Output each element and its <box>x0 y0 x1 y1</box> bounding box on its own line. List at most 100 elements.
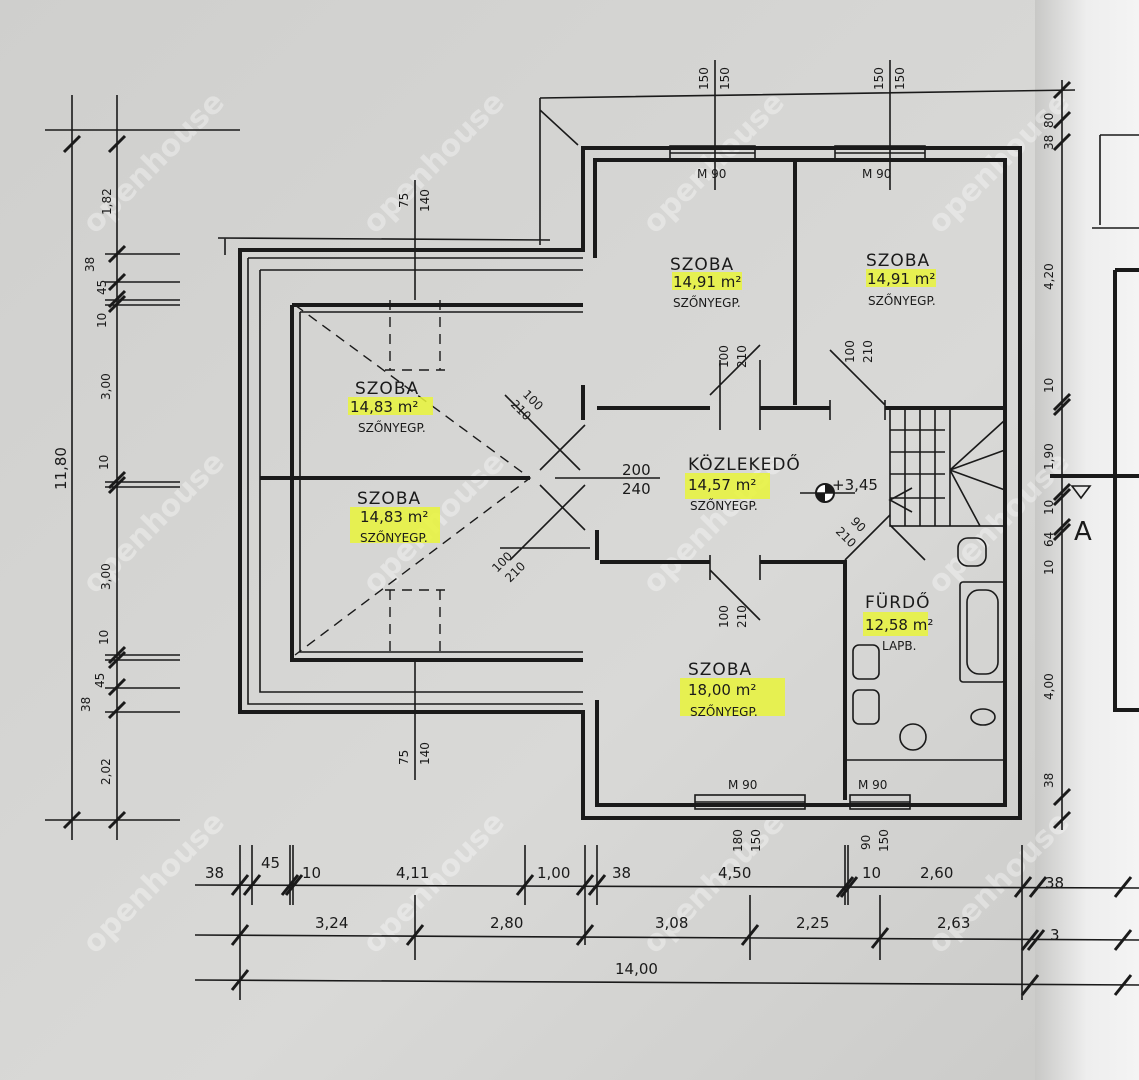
dims_bottom-row1-1-text: 45 <box>261 854 280 872</box>
dims_bottom-row1-2-text: 10 <box>302 864 321 882</box>
windows <box>669 145 926 810</box>
openings-door_room1-0-text: 100 <box>717 345 731 368</box>
dims_bottom-row1-3-text: 4,11 <box>396 864 429 882</box>
dims_bottom-row2-2-text: 3,08 <box>655 914 688 932</box>
room-label-bottom: SZOBA 18,00 m² SZŐNYEGP. <box>680 660 785 719</box>
openings-top_win_2-1-text: 150 <box>893 67 907 90</box>
rooms-3-area-text: 14,83 m² <box>360 508 428 526</box>
dims_bottom-row1-4-text: 1,00 <box>537 864 570 882</box>
bathtub <box>959 581 1006 683</box>
openings-skylight_bottom-0-text: 75 <box>397 750 411 765</box>
rooms-2-floor-text: SZŐNYEGP. <box>358 420 426 435</box>
openings-skylight_top-1-text: 140 <box>418 189 432 212</box>
room-label-hall: KÖZLEKEDŐ 14,57 m² SZŐNYEGP. <box>685 453 801 513</box>
windows-bottom_right-text: M 90 <box>858 778 887 792</box>
dims_left-total-text: 11,80 <box>52 447 70 490</box>
elevation-label: +3,45 <box>832 476 878 494</box>
openings-top_win_1-0-text: 150 <box>697 67 711 90</box>
room-label-2: SZOBA 14,91 m² SZŐNYEGP. <box>866 251 936 308</box>
dims_bottom-row2-3-text: 2,25 <box>796 914 829 932</box>
dims_bottom-row1-0-text: 38 <box>205 864 224 882</box>
openings-skylight_bottom-1-text: 140 <box>418 742 432 765</box>
dims-left: 11,80 1,82 38 45 10 3,00 10 3,00 10 45 3… <box>45 95 240 840</box>
dims_bottom-row1-5-text: 38 <box>612 864 631 882</box>
section-marker: A <box>1050 134 1139 712</box>
dims_left-inner-8-text: 45 <box>93 673 107 688</box>
rooms-4-floor-text: SZŐNYEGP. <box>690 498 758 513</box>
rooms-2-name-text: SZOBA <box>355 379 419 399</box>
openings-door_room2-1-text: 210 <box>861 340 875 363</box>
dims_bottom-row1-9-text: 38 <box>1045 874 1064 892</box>
rooms-5-name-text: FÜRDŐ <box>865 591 931 613</box>
rooms-0-area-text: 14,91 m² <box>673 273 741 291</box>
window-labels: M 90 M 90 M 90 M 90 <box>697 167 891 792</box>
rooms-5-area-text: 12,58 m² <box>865 616 933 634</box>
windows-top_right-text: M 90 <box>862 167 891 181</box>
dims_left-inner-3-text: 10 <box>95 313 109 328</box>
opening-labels: 150 150 150 150 75 140 75 140 100 210 10… <box>397 60 907 852</box>
openings-door_room2-0-text: 100 <box>843 340 857 363</box>
door-swings <box>500 344 926 621</box>
dims_left-inner-6-text: 3,00 <box>99 563 113 590</box>
rooms-6-area-text: 18,00 m² <box>688 681 756 699</box>
rooms-5-floor-text: LAPB. <box>882 639 916 653</box>
dims_left-inner-7-text: 10 <box>97 630 111 645</box>
bidet <box>852 689 880 725</box>
dims_right-0-text: 80 <box>1042 113 1056 128</box>
room-label-1: SZOBA 14,91 m² SZŐNYEGP. <box>670 255 742 310</box>
bathroom-fixtures <box>852 537 1006 751</box>
rooms-6-name-text: SZOBA <box>688 660 752 680</box>
dims_right-8-text: 4,00 <box>1042 673 1056 700</box>
dims_bottom-row1-8-text: 2,60 <box>920 864 953 882</box>
room-label-4: SZOBA 14,83 m² SZŐNYEGP. <box>350 489 440 545</box>
dims_right-2-text: 4,20 <box>1042 263 1056 290</box>
dims_bottom-total-text: 14,00 <box>615 960 658 978</box>
section-label: A <box>1074 517 1092 547</box>
openings-hall_opening-0-text: 200 <box>622 461 651 479</box>
dims_left-inner-0-text: 1,82 <box>100 188 114 215</box>
rooms-4-name-text: KÖZLEKEDŐ <box>688 453 801 475</box>
openings-bottom_win_2-1-text: 150 <box>877 829 891 852</box>
room-label-3: SZOBA 14,83 m² SZŐNYEGP. <box>348 379 433 435</box>
dims_bottom-row2-4-text: 2,63 <box>937 914 970 932</box>
rooms-1-name-text: SZOBA <box>866 251 930 271</box>
dims_bottom-row1-7-text: 10 <box>862 864 881 882</box>
rooms-0-name-text: SZOBA <box>670 255 734 275</box>
openings-skylight_top-0-text: 75 <box>397 193 411 208</box>
dims_left-inner-2-text: 45 <box>95 280 109 295</box>
rooms-2-area-text: 14,83 m² <box>350 398 418 416</box>
openings-bottom_win_1-1-text: 150 <box>749 829 763 852</box>
dims_right-3-text: 10 <box>1042 378 1056 393</box>
dims_right-9-text: 38 <box>1042 773 1056 788</box>
dims-right: 80 38 4,20 10 1,90 10 64 10 4,00 38 <box>217 80 1076 830</box>
rooms-0-floor-text: SZŐNYEGP. <box>673 295 741 310</box>
rooms-1-area-text: 14,91 m² <box>867 270 935 288</box>
room-label-bath: FÜRDŐ 12,58 m² LAPB. <box>863 591 933 653</box>
dims_right-6-text: 64 <box>1042 532 1056 547</box>
dims_bottom-row2-0-text: 3,24 <box>315 914 348 932</box>
dims_right-5-text: 10 <box>1042 500 1056 515</box>
dims_right-4-text: 1,90 <box>1042 443 1056 470</box>
dims_bottom-row2-1-text: 2,80 <box>490 914 523 932</box>
dims_right-7-text: 10 <box>1042 560 1056 575</box>
dims_bottom-row1-6-text: 4,50 <box>718 864 751 882</box>
rooms-3-name-text: SZOBA <box>357 489 421 509</box>
rooms-4-area-text: 14,57 m² <box>688 476 756 494</box>
rooms-6-floor-text: SZŐNYEGP. <box>690 704 758 719</box>
openings-top_win_1-1-text: 150 <box>718 67 732 90</box>
dims_left-inner-4-text: 3,00 <box>99 373 113 400</box>
dims_left-inner-10-text: 2,02 <box>99 758 113 785</box>
washbasin <box>899 723 927 751</box>
dims_left-inner-9-text: 38 <box>79 697 93 712</box>
openings-door_room_bottom-0-text: 100 <box>717 605 731 628</box>
staircase <box>888 407 1006 527</box>
page-fold <box>1035 0 1139 1080</box>
dims-bottom: 38 45 10 4,11 1,00 38 4,50 10 2,60 38 3,… <box>194 845 1139 1000</box>
openings-bottom_win_1-0-text: 180 <box>731 829 745 852</box>
openings-door_room1-1-text: 210 <box>735 345 749 368</box>
dims_left-inner-5-text: 10 <box>97 455 111 470</box>
rooms-1-floor-text: SZŐNYEGP. <box>868 293 936 308</box>
windows-top_left-text: M 90 <box>697 167 726 181</box>
